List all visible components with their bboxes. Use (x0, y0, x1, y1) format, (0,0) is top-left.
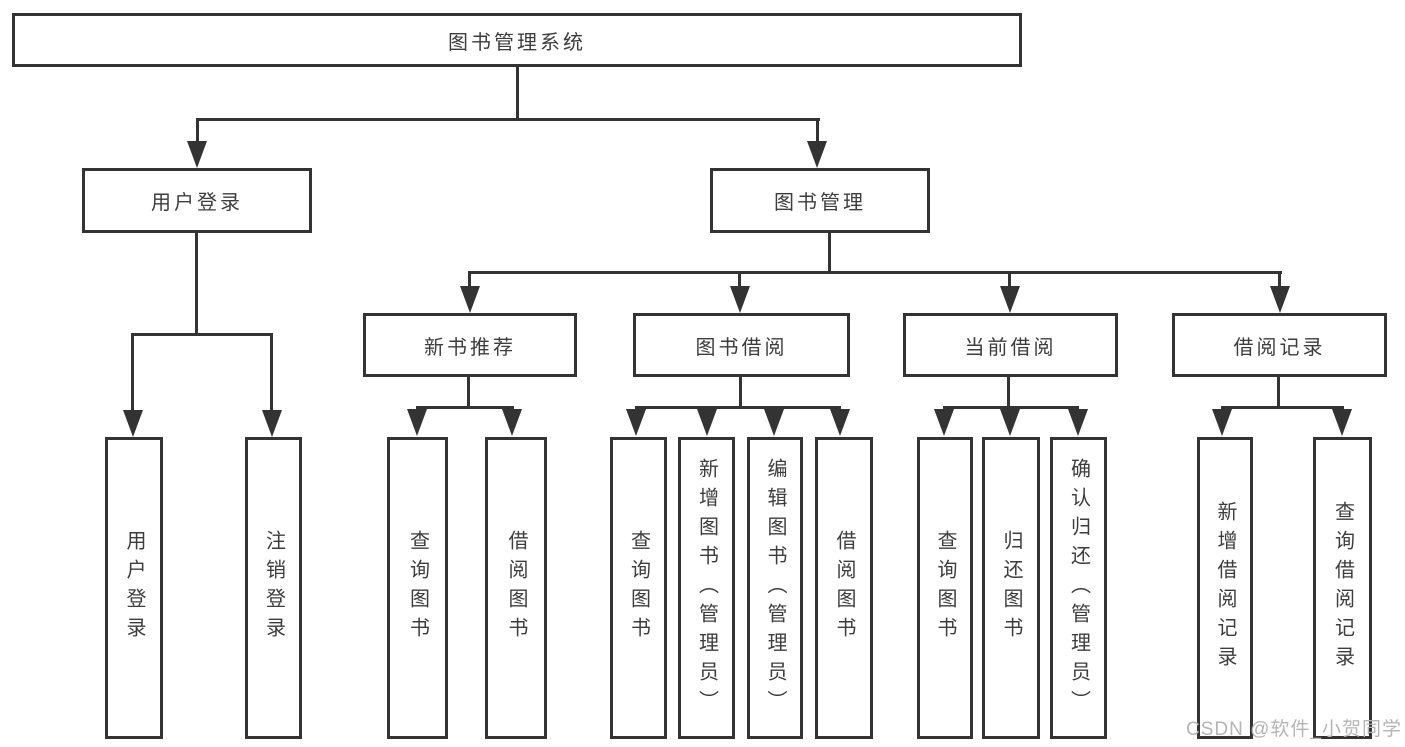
connector-vline (1278, 271, 1281, 289)
connector-hline (196, 118, 820, 121)
node-label: 查询图书 (406, 530, 429, 646)
connector-hline (635, 406, 841, 409)
node-borrow-records: 借阅记录 (1172, 313, 1387, 377)
node-book-borrowing: 图书借阅 (633, 313, 850, 377)
connector-vline (739, 375, 742, 409)
arrow-down-icon (1270, 286, 1290, 313)
arrow-down-icon (460, 286, 480, 313)
connector-hline (943, 406, 1079, 409)
node-label: 借阅图书 (505, 530, 527, 646)
arrow-down-icon (1068, 409, 1088, 436)
arrow-down-icon (262, 410, 282, 437)
connector-vline (468, 271, 471, 289)
connector-vline (516, 67, 519, 120)
node-label: 归还图书 (1000, 530, 1022, 646)
connector-vline (738, 271, 741, 289)
node-label: 注销登录 (262, 530, 285, 646)
arrow-down-icon (807, 141, 827, 168)
node-book-management: 图书管理 (710, 168, 930, 233)
leaf-add-books-admin: 新增图书（管理员） (678, 437, 735, 739)
arrow-down-icon (407, 409, 427, 436)
node-label: 用户登录 (123, 530, 145, 646)
node-label: 借阅记录 (1233, 336, 1326, 359)
arrow-down-icon (187, 141, 207, 168)
node-label: 新书推荐 (424, 336, 516, 359)
leaf-query-books-current: 查询图书 (917, 437, 973, 739)
connector-vline (131, 333, 134, 411)
csdn-watermark: CSDN @软件_小贺同学 (1186, 719, 1402, 740)
leaf-query-borrow-record: 查询借阅记录 (1313, 437, 1372, 739)
arrow-down-icon (1212, 409, 1232, 436)
node-current-borrowing: 当前借阅 (903, 313, 1118, 377)
arrow-down-icon (1000, 409, 1020, 436)
node-label: 查询借阅记录 (1331, 501, 1354, 675)
leaf-confirm-return-admin: 确认归还（管理员） (1050, 437, 1107, 739)
node-label: 图书管理 (774, 192, 866, 214)
connector-hline (468, 271, 1282, 274)
arrow-down-icon (764, 409, 784, 436)
arrow-down-icon (502, 409, 522, 436)
connector-vline (1008, 271, 1011, 289)
connector-vline (816, 118, 819, 144)
leaf-user-login: 用户登录 (105, 437, 163, 739)
connector-vline (270, 333, 273, 411)
leaf-logout: 注销登录 (245, 437, 302, 739)
connector-hline (131, 333, 273, 336)
node-user-login: 用户登录 (82, 168, 312, 233)
leaf-borrow-books-borrowing: 借阅图书 (815, 437, 873, 739)
connector-vline (467, 375, 470, 409)
node-library-system: 图书管理系统 (12, 13, 1022, 67)
node-label: 图书借阅 (695, 336, 788, 359)
arrow-down-icon (730, 286, 750, 313)
node-label: 新增图书（管理员） (695, 457, 718, 719)
node-label: 确认归还（管理员） (1067, 457, 1090, 719)
arrow-down-icon (123, 410, 143, 437)
connector-vline (1007, 375, 1010, 409)
node-label: 查询图书 (934, 530, 956, 646)
node-label: 编辑图书（管理员） (764, 457, 786, 719)
arrow-down-icon (830, 409, 850, 436)
connector-vline (828, 233, 831, 274)
connector-vline (1277, 375, 1280, 409)
connector-hline (416, 406, 514, 409)
leaf-edit-books-admin: 编辑图书（管理员） (747, 437, 803, 739)
node-label: 借阅图书 (833, 530, 855, 646)
arrow-down-icon (1000, 286, 1020, 313)
leaf-query-books-recommend: 查询图书 (387, 437, 448, 739)
arrow-down-icon (1332, 409, 1352, 436)
leaf-query-books-borrowing: 查询图书 (610, 437, 667, 739)
node-label: 图书管理系统 (448, 31, 586, 54)
node-label: 当前借阅 (964, 336, 1057, 359)
leaf-add-borrow-record: 新增借阅记录 (1197, 437, 1253, 739)
leaf-borrow-books-recommend: 借阅图书 (485, 437, 547, 739)
node-new-book-recommend: 新书推荐 (363, 313, 577, 377)
arrow-down-icon (626, 409, 646, 436)
node-label: 新增借阅记录 (1214, 501, 1236, 675)
connector-vline (195, 233, 198, 336)
leaf-return-books: 归还图书 (982, 437, 1040, 739)
arrow-down-icon (697, 409, 717, 436)
arrow-down-icon (934, 409, 954, 436)
node-label: 查询图书 (627, 530, 650, 646)
node-label: 用户登录 (151, 192, 243, 214)
connector-vline (196, 118, 199, 144)
connector-hline (1221, 406, 1344, 409)
